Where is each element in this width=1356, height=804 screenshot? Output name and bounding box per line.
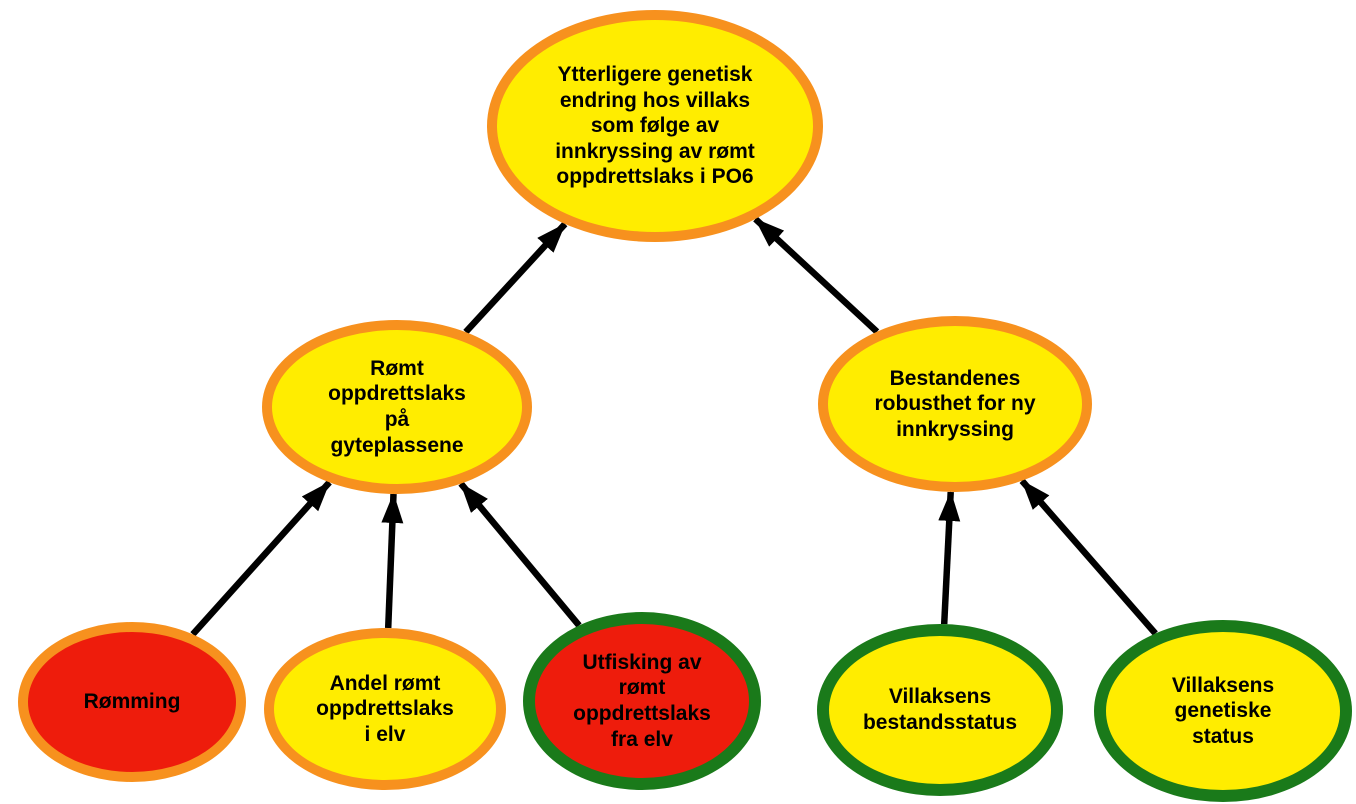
node-label: Bestandenes robusthet for ny innkryssing — [874, 366, 1036, 441]
node-label: Andel rømt oppdrettslaks i elv — [316, 671, 454, 746]
node-ytterligere-genetisk-endring: Ytterligere genetisk endring hos villaks… — [487, 10, 823, 242]
node-bestandenes-robusthet: Bestandenes robusthet for ny innkryssing — [818, 316, 1092, 492]
arrow-midright-to-top — [753, 216, 880, 335]
node-label: Ytterligere genetisk endring hos villaks… — [555, 62, 755, 189]
node-label: Rømt oppdrettslaks på gyteplassene — [328, 356, 466, 457]
node-label: Utfisking av rømt oppdrettslaks fra elv — [573, 650, 711, 751]
node-romming: Rømming — [18, 622, 246, 782]
node-villaksens-bestandsstatus: Villaksens bestandsstatus — [817, 624, 1063, 796]
node-utfisking-av-romt-oppdrettslaks: Utfisking av rømt oppdrettslaks fra elv — [523, 612, 761, 790]
node-label: Rømming — [83, 690, 181, 714]
arrow-genetiske-to-midright — [1019, 478, 1158, 636]
arrow-utfisking-to-midleft — [458, 481, 582, 628]
node-andel-romt-oppdrettslaks-i-elv: Andel rømt oppdrettslaks i elv — [264, 628, 506, 790]
arrow-midleft-to-top — [463, 221, 568, 335]
arrow-bestandsstatus-to-midright — [938, 491, 961, 625]
arrow-romming-to-midleft — [190, 480, 332, 637]
node-label: Villaksens bestandsstatus — [862, 685, 1018, 734]
node-romt-oppdrettslaks-pa-gyteplassene: Rømt oppdrettslaks på gyteplassene — [262, 320, 532, 494]
node-label: Villaksens genetiske status — [1171, 673, 1275, 748]
node-villaksens-genetiske-status: Villaksens genetiske status — [1094, 620, 1352, 802]
arrow-andel-to-midleft — [381, 493, 404, 629]
